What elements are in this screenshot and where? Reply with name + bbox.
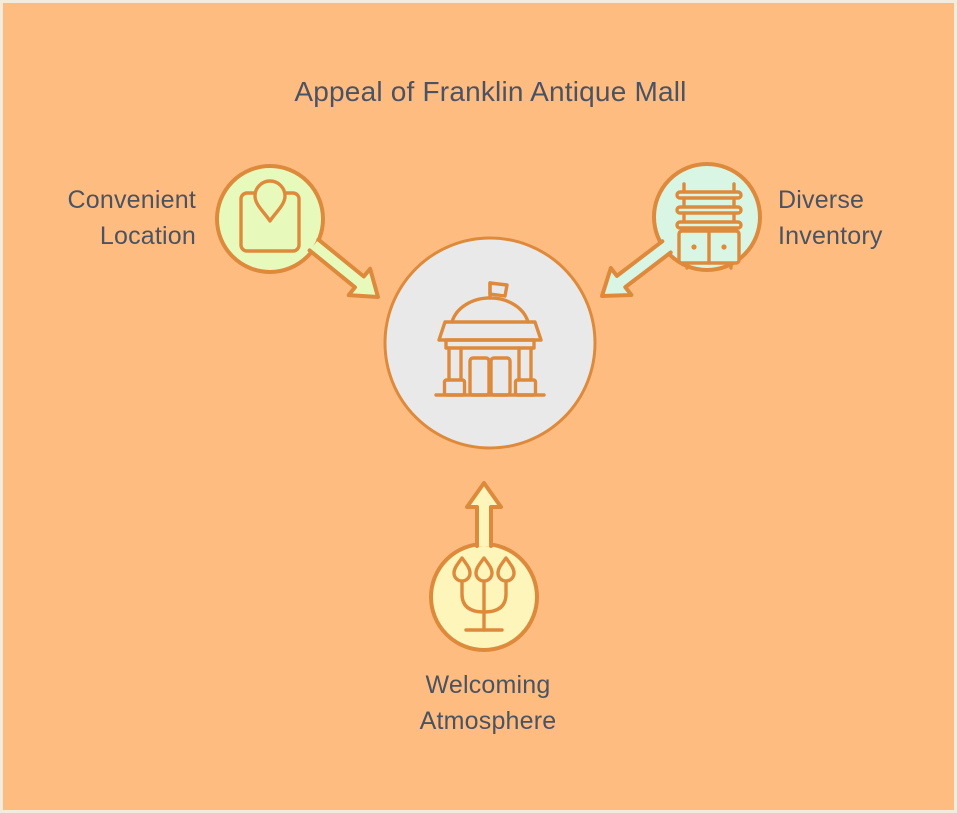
arrow-atmosphere-to-center <box>465 481 503 548</box>
label-convenient-location: Convenient Location <box>68 182 196 254</box>
label-welcoming-atmosphere: Welcoming Atmosphere <box>420 667 557 739</box>
center-circle <box>383 236 597 450</box>
label-line: Atmosphere <box>419 707 557 735</box>
label-line: Location <box>99 222 196 250</box>
label-diverse-inventory: Diverse Inventory <box>778 182 883 254</box>
label-line: Welcoming <box>425 671 551 699</box>
candelabra-icon <box>452 556 516 632</box>
arrow-inventory-to-center <box>600 239 673 298</box>
antique-mall-building-icon <box>434 281 546 397</box>
label-line: Convenient <box>67 186 196 214</box>
map-location-icon <box>239 179 301 253</box>
label-line: Diverse <box>778 186 865 214</box>
page-title: Appeal of Franklin Antique Mall <box>294 76 687 107</box>
antique-cabinet-icon <box>675 182 743 270</box>
label-line: Inventory <box>778 222 883 250</box>
arrow-location-to-center <box>307 237 380 299</box>
